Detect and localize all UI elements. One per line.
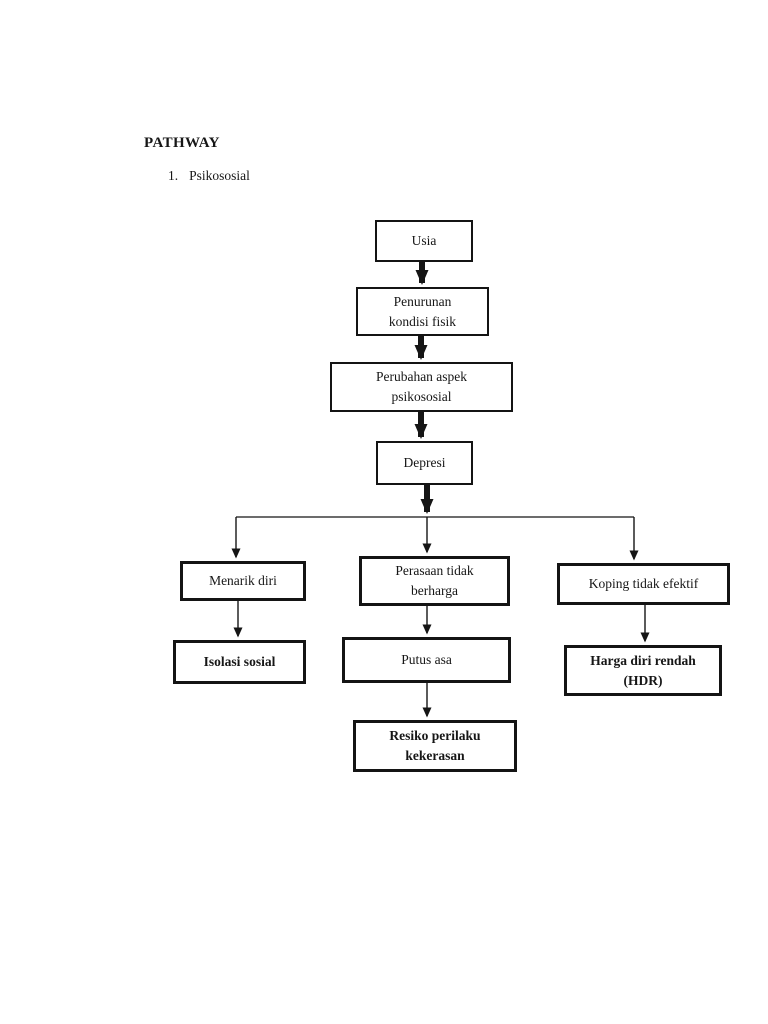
node-perubahan-aspek-psikososial: Perubahan aspek psikososial [330,362,513,412]
list-item-label: Psikososial [189,168,250,183]
node-penurunan-kondisi-fisik: Penurunan kondisi fisik [356,287,489,336]
node-isolasi-sosial: Isolasi sosial [173,640,306,684]
page-title: PATHWAY [144,135,220,151]
node-resiko-perilaku-kekerasan: Resiko perilaku kekerasan [353,720,517,772]
node-usia: Usia [375,220,473,262]
list-item-psikososial: 1. Psikososial [168,168,250,184]
node-menarik-diri: Menarik diri [180,561,306,601]
node-perasaan-tidak-berharga: Perasaan tidak berharga [359,556,510,606]
node-depresi: Depresi [376,441,473,485]
list-item-number: 1. [168,168,179,183]
node-koping-tidak-efektif: Koping tidak efektif [557,563,730,605]
node-harga-diri-rendah: Harga diri rendah (HDR) [564,645,722,696]
node-putus-asa: Putus asa [342,637,511,683]
